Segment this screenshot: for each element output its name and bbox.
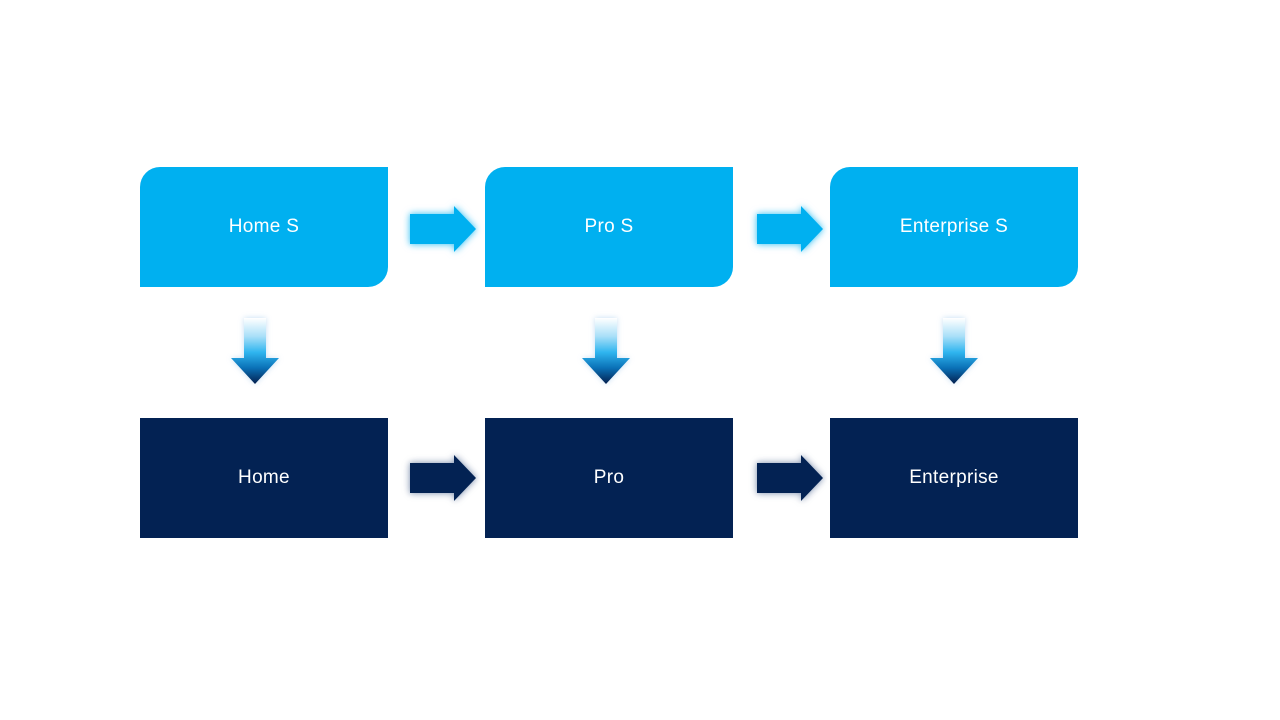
down-arrow-icon [582,318,630,384]
down-arrow-shape [231,318,279,384]
box-home: Home [140,418,388,538]
box-enterprise: Enterprise [830,418,1078,538]
right-arrow-icon [410,206,476,252]
box-home-s-label: Home S [228,216,300,237]
box-pro-s: Pro S [485,167,733,287]
box-pro: Pro [485,418,733,538]
box-home-label: Home [238,467,290,488]
right-arrow-shape [410,206,476,252]
right-arrow-icon [757,206,823,252]
box-pro-s-label: Pro S [584,216,634,237]
down-arrow-shape [930,318,978,384]
down-arrow-shape [582,318,630,384]
box-enterprise-s-label: Enterprise S [899,216,1009,237]
down-arrow-icon [930,318,978,384]
box-enterprise-s: Enterprise S [830,167,1078,287]
box-home-s: Home S [140,167,388,287]
box-enterprise-label: Enterprise [909,467,999,488]
right-arrow-icon [757,455,823,501]
right-arrow-shape [410,455,476,501]
right-arrow-shape [757,206,823,252]
right-arrow-shape [757,455,823,501]
right-arrow-icon [410,455,476,501]
down-arrow-icon [231,318,279,384]
box-pro-label: Pro [593,467,625,488]
